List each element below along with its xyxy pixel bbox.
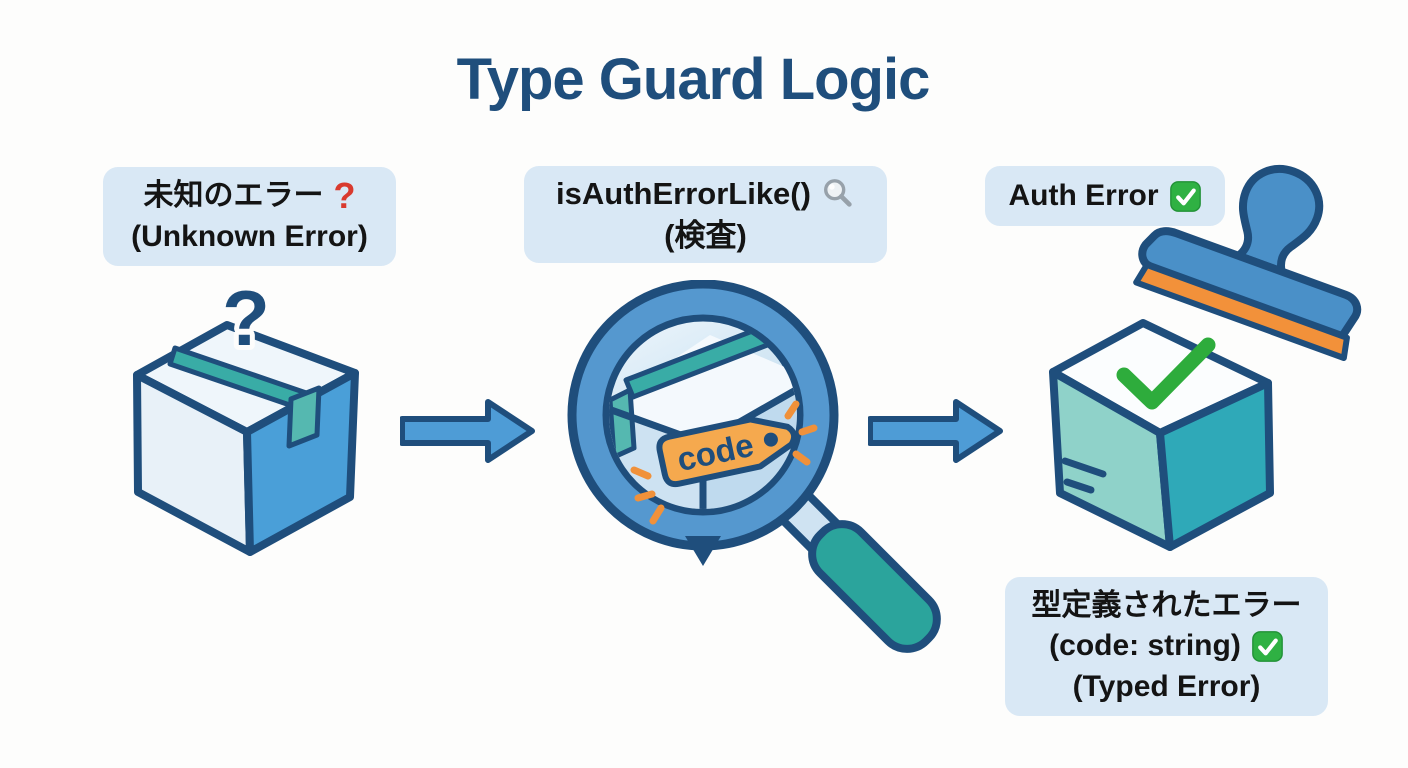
flow-arrow-2 <box>868 399 1003 463</box>
approval-stamp-icon <box>1133 165 1362 361</box>
auth-error-text: Auth Error <box>1008 178 1159 212</box>
page-title: Type Guard Logic <box>456 47 931 112</box>
magnifier-emoji-icon <box>823 178 852 207</box>
box-tape-flap <box>286 385 322 449</box>
typed-error-en-text: (Typed Error) <box>1072 669 1261 703</box>
stamp-base <box>1138 227 1362 341</box>
typed-error-jp-row: 型定義されたエラー <box>1032 586 1302 626</box>
stamp-pad-orange <box>1133 261 1350 361</box>
inspect-fn-text: isAuthErrorLike() <box>556 175 811 211</box>
unknown-error-jp-row: 未知のエラー ? <box>144 176 356 216</box>
green-check-mark <box>1116 337 1216 410</box>
auth-error-row: Auth Error <box>1009 176 1202 216</box>
question-mark-glyph: ? <box>222 274 270 362</box>
inspect-jp-row: (検査) <box>664 215 747 257</box>
unknown-error-en-text: (Unknown Error) <box>131 219 368 253</box>
tag-hole <box>763 432 778 447</box>
typed-error-code-text: (code: string) <box>1049 629 1241 663</box>
unknown-error-en-row: (Unknown Error) <box>131 217 368 257</box>
stamped-box-illustration <box>1049 165 1362 551</box>
code-tag: code <box>656 416 798 488</box>
flow-arrow-1 <box>400 399 535 463</box>
stage-label-unknown-error: 未知のエラー ? (Unknown Error) <box>103 167 396 266</box>
teal-box-right-face <box>1156 379 1274 551</box>
unknown-error-jp-text: 未知のエラー <box>143 179 324 213</box>
tag-sparkles <box>630 400 818 525</box>
magnifier-illustration: code <box>567 280 941 653</box>
magnifier-grip <box>808 520 941 653</box>
stage-label-auth-error: Auth Error <box>985 166 1225 226</box>
green-check-emoji-icon <box>1251 631 1283 662</box>
inspect-fn-row: isAuthErrorLike() <box>556 173 855 215</box>
typed-error-code-row: (code: string) <box>1049 626 1284 666</box>
magnifier-pin-tip <box>685 536 721 566</box>
unknown-box-illustration: ? <box>133 269 359 556</box>
stage-label-typed-error: 型定義されたエラー (code: string) (Typed Error) <box>1005 577 1328 716</box>
inspect-jp-text: (検査) <box>664 217 747 253</box>
stage-label-inspect: isAuthErrorLike() (検査) <box>524 166 887 263</box>
typed-error-jp-text: 型定義されたエラー <box>1031 589 1302 623</box>
green-check-emoji-icon <box>1169 180 1201 212</box>
typed-error-en-row: (Typed Error) <box>1073 667 1261 707</box>
box-detail-dashes <box>1061 457 1107 494</box>
red-question-emoji-icon: ? <box>333 175 356 217</box>
